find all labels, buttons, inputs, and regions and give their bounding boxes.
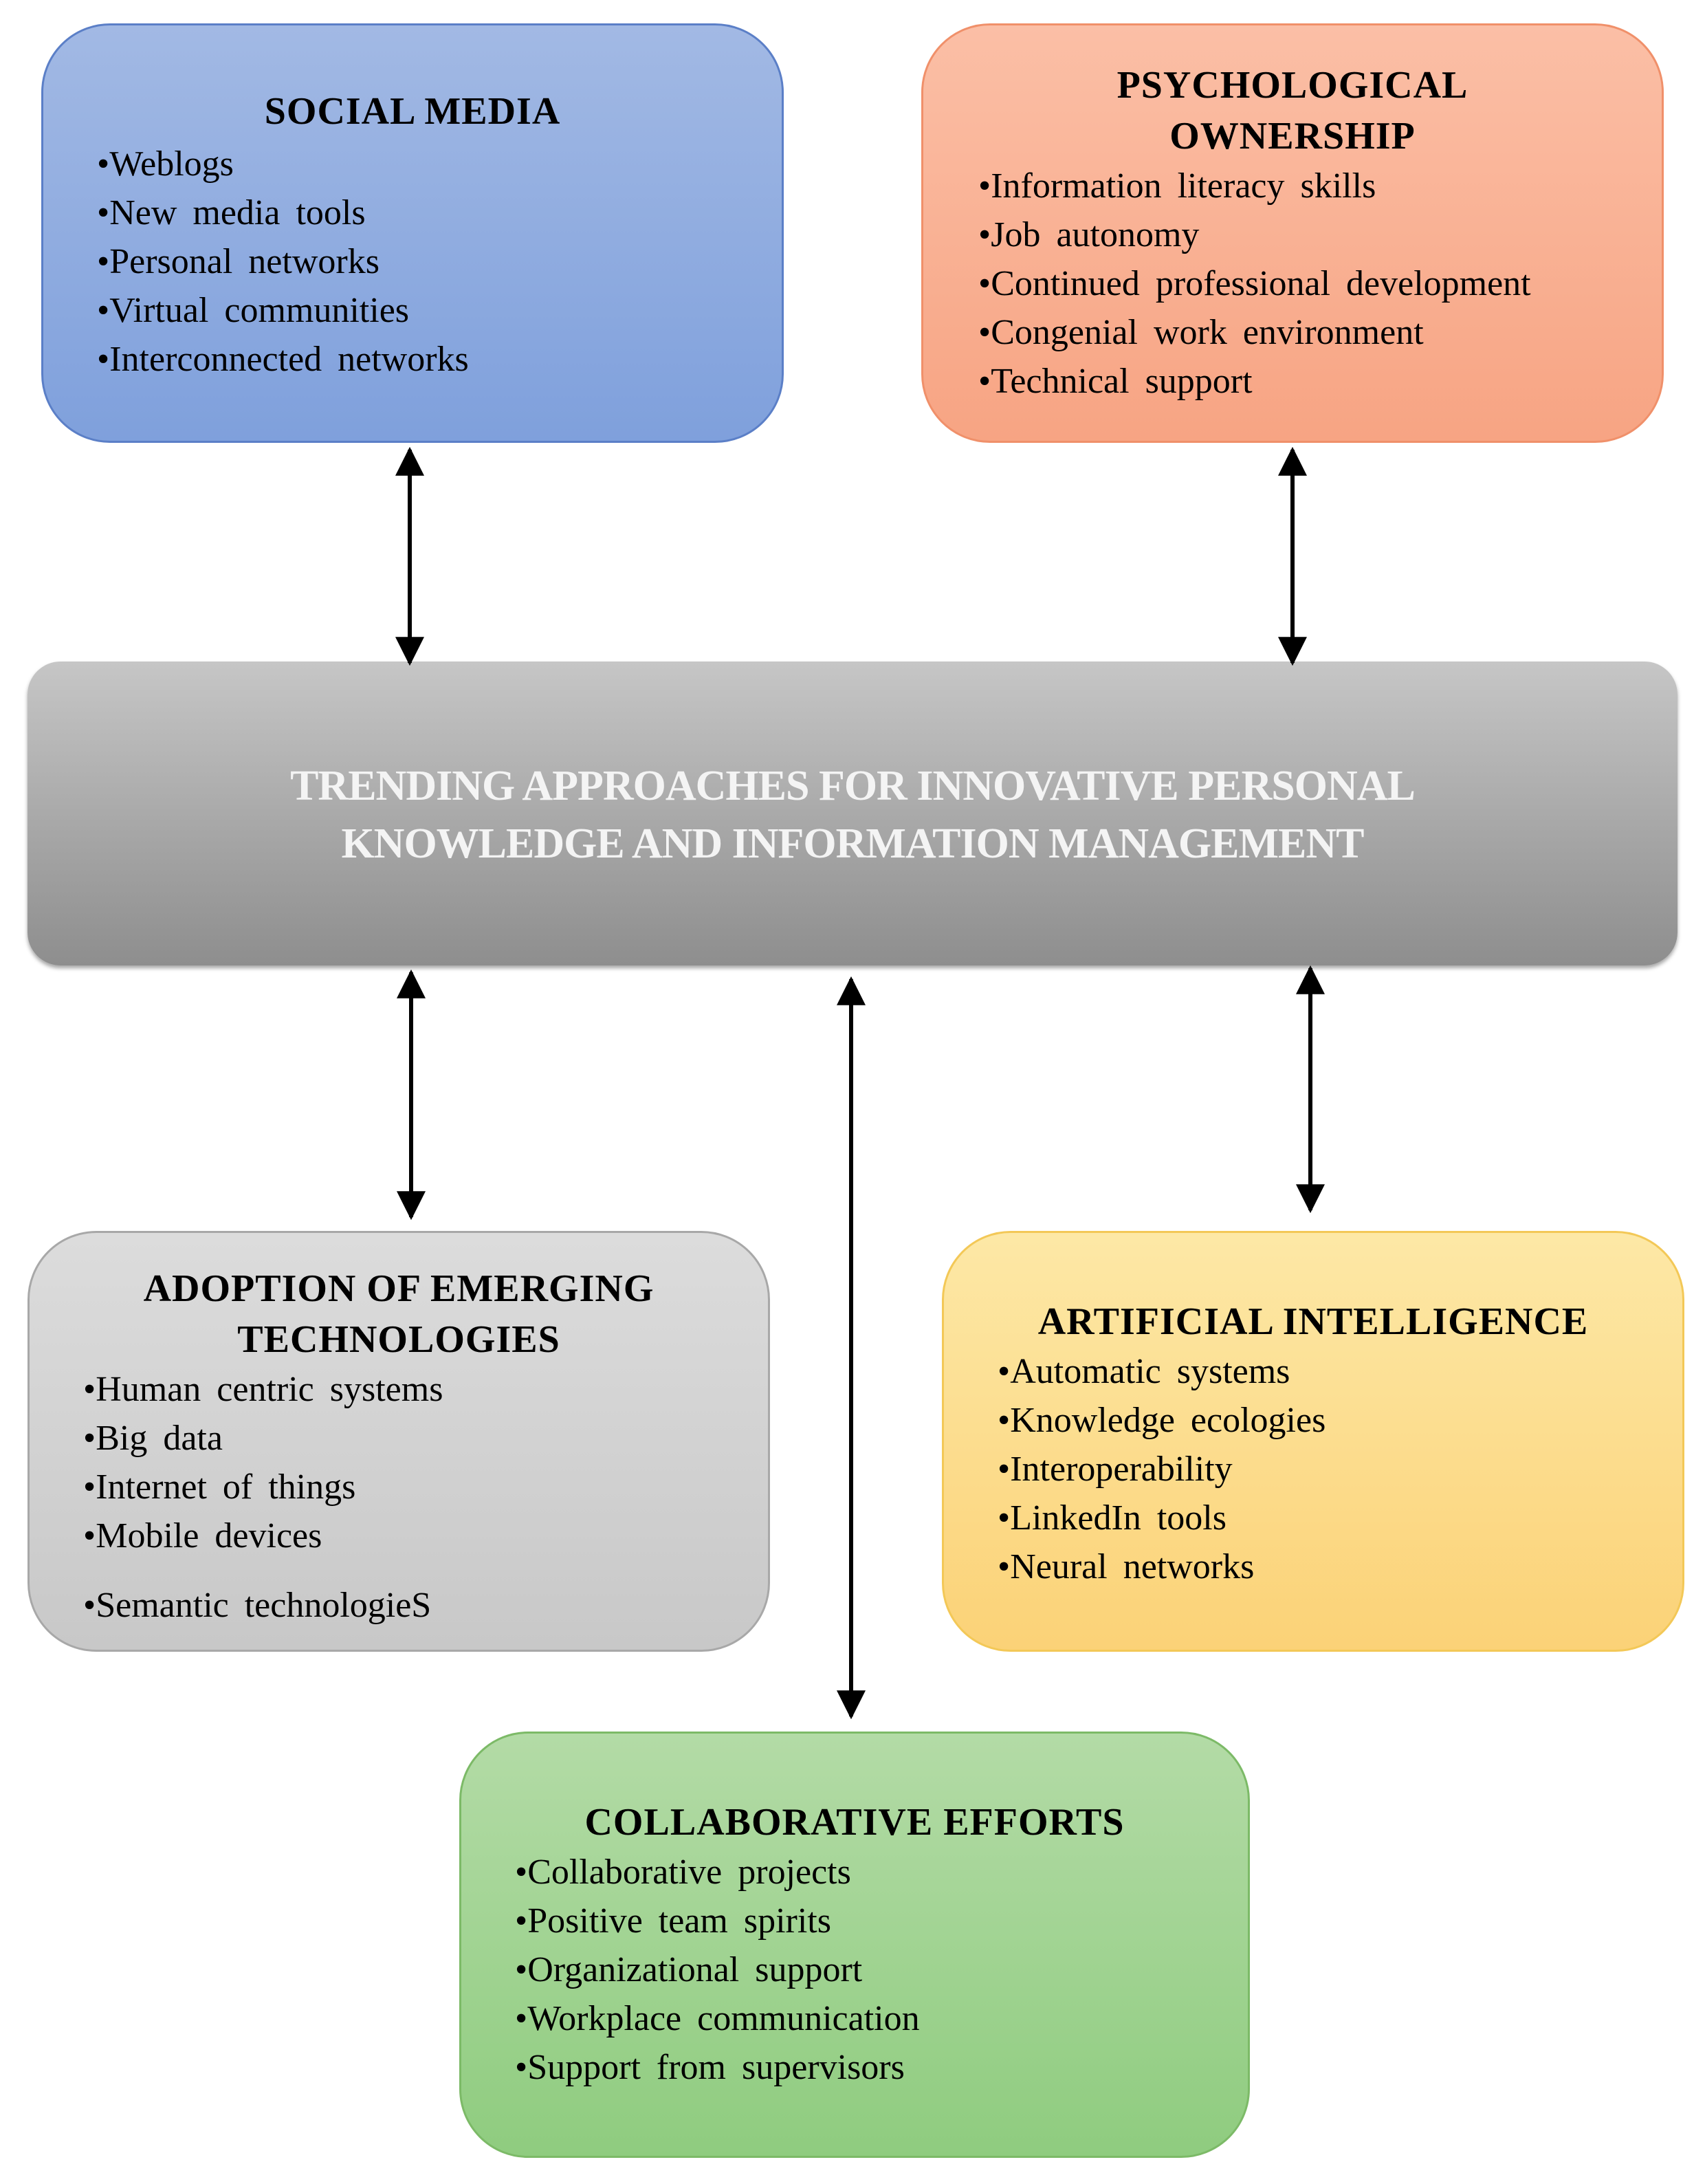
adoption-emerging-technologies-box: ADOPTION OF EMERGING TECHNOLOGIES Human …	[28, 1231, 770, 1652]
central-topic-title: TRENDING APPROACHES FOR INNOVATIVE PERSO…	[290, 757, 1416, 873]
adoption-title-line1: ADOPTION OF EMERGING	[143, 1267, 654, 1310]
psychological-ownership-item: Continued professional development	[978, 259, 1662, 308]
social-media-item: Virtual communities	[97, 286, 782, 335]
psychological-ownership-list: Information literacy skills Job autonomy…	[978, 162, 1662, 406]
psychological-ownership-title-line2: OWNERSHIP	[1169, 115, 1416, 157]
collaborative-efforts-item: Organizational support	[515, 1945, 1248, 1994]
social-media-title: SOCIAL MEDIA	[264, 90, 561, 133]
artificial-intelligence-item: Automatic systems	[998, 1347, 1682, 1396]
social-media-item: Personal networks	[97, 237, 782, 286]
psychological-ownership-item: Congenial work environment	[978, 308, 1662, 357]
adoption-item: Internet of things	[83, 1463, 768, 1511]
artificial-intelligence-item: Interoperability	[998, 1445, 1682, 1494]
adoption-item: Big data	[83, 1414, 768, 1463]
artificial-intelligence-item: Neural networks	[998, 1542, 1682, 1591]
artificial-intelligence-title: ARTIFICIAL INTELLIGENCE	[1037, 1300, 1589, 1343]
social-media-list: Weblogs New media tools Personal network…	[97, 140, 782, 384]
social-media-item: Weblogs	[97, 140, 782, 188]
collaborative-efforts-box: COLLABORATIVE EFFORTS Collaborative proj…	[459, 1732, 1250, 2158]
adoption-item: Semantic technologieS	[83, 1581, 768, 1630]
collaborative-efforts-item: Workplace communication	[515, 1994, 1248, 2043]
collaborative-efforts-title: COLLABORATIVE EFFORTS	[584, 1801, 1125, 1844]
central-topic-title-line2: KNOWLEDGE AND INFORMATION MANAGEMENT	[341, 820, 1364, 867]
psychological-ownership-item: Information literacy skills	[978, 162, 1662, 210]
collaborative-efforts-list: Collaborative projects Positive team spi…	[515, 1848, 1248, 2092]
adoption-title-line2: TECHNOLOGIES	[237, 1318, 560, 1361]
collaborative-efforts-item: Collaborative projects	[515, 1848, 1248, 1897]
social-media-box: SOCIAL MEDIA Weblogs New media tools Per…	[41, 23, 784, 443]
psychological-ownership-title: PSYCHOLOGICAL OWNERSHIP	[923, 60, 1662, 162]
psychological-ownership-title-line1: PSYCHOLOGICAL	[1116, 64, 1468, 107]
social-media-item: New media tools	[97, 188, 782, 237]
psychological-ownership-box: PSYCHOLOGICAL OWNERSHIP Information lite…	[921, 23, 1664, 443]
artificial-intelligence-item: Knowledge ecologies	[998, 1396, 1682, 1445]
central-topic-box: TRENDING APPROACHES FOR INNOVATIVE PERSO…	[28, 662, 1678, 965]
adoption-item: Mobile devices	[83, 1511, 768, 1560]
artificial-intelligence-list: Automatic systems Knowledge ecologies In…	[998, 1347, 1682, 1591]
social-media-item: Interconnected networks	[97, 335, 782, 384]
central-topic-title-line1: TRENDING APPROACHES FOR INNOVATIVE PERSO…	[290, 763, 1416, 809]
psychological-ownership-item: Job autonomy	[978, 210, 1662, 259]
artificial-intelligence-box: ARTIFICIAL INTELLIGENCE Automatic system…	[942, 1231, 1684, 1652]
collaborative-efforts-item: Positive team spirits	[515, 1897, 1248, 1945]
adoption-item: Human centric systems	[83, 1365, 768, 1414]
artificial-intelligence-item: LinkedIn tools	[998, 1494, 1682, 1542]
psychological-ownership-item: Technical support	[978, 357, 1662, 406]
collaborative-efforts-item: Support from supervisors	[515, 2043, 1248, 2092]
adoption-title: ADOPTION OF EMERGING TECHNOLOGIES	[30, 1263, 768, 1365]
adoption-list: Human centric systems Big data Internet …	[83, 1365, 768, 1630]
